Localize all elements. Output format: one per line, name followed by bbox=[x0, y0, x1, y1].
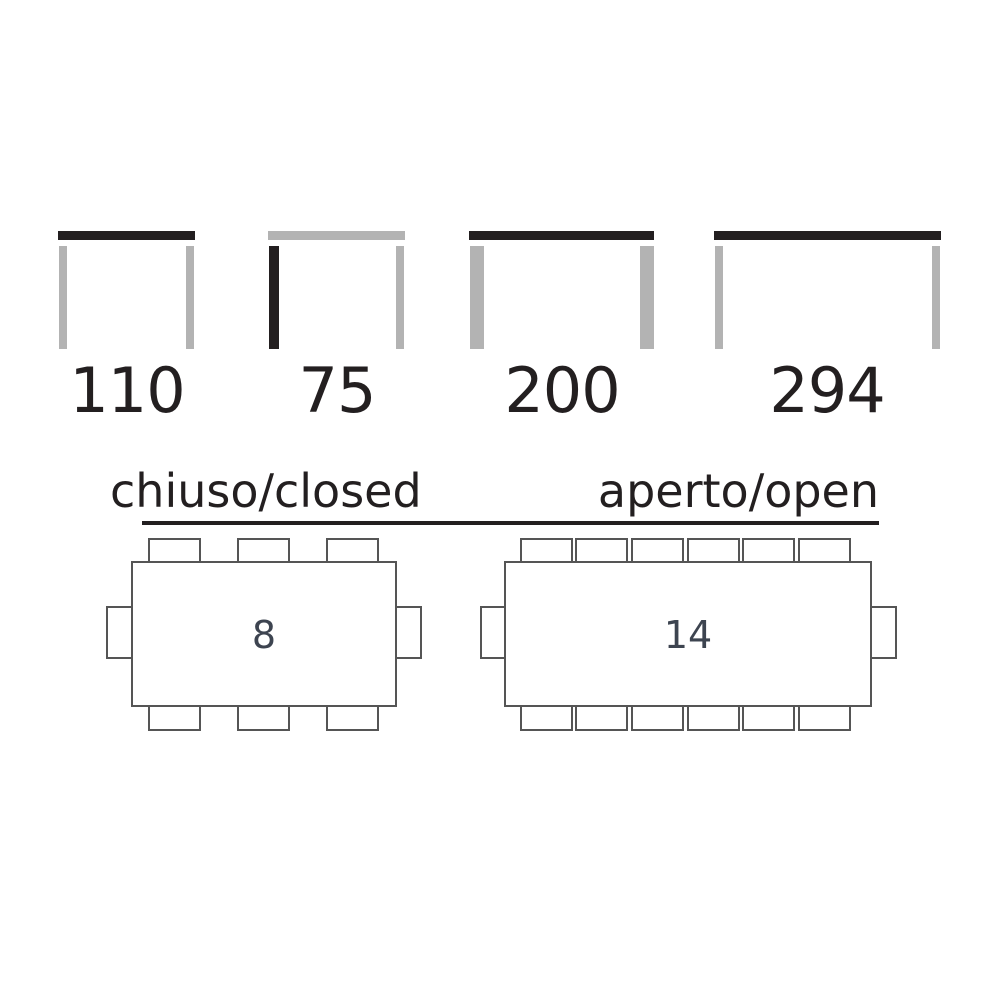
chair bbox=[870, 606, 897, 659]
chair bbox=[520, 538, 573, 563]
chair bbox=[520, 705, 573, 731]
dimension-label-length-open: 294 bbox=[769, 354, 885, 427]
open-seating-plan bbox=[480, 538, 897, 731]
chair bbox=[326, 705, 379, 731]
dimension-label-height: 75 bbox=[298, 354, 377, 427]
table-leg bbox=[470, 246, 484, 349]
chair bbox=[575, 538, 628, 563]
chair bbox=[237, 705, 290, 731]
open-state-label: aperto/open bbox=[597, 464, 879, 518]
chair bbox=[480, 606, 506, 659]
chair bbox=[687, 705, 740, 731]
chair bbox=[798, 705, 851, 731]
chair bbox=[148, 705, 201, 731]
chair bbox=[148, 538, 201, 563]
table-leg bbox=[59, 246, 67, 349]
table-leg bbox=[715, 246, 723, 349]
tabletop-line bbox=[268, 231, 405, 240]
chair bbox=[395, 606, 422, 659]
table-length-closed-icon bbox=[469, 231, 654, 349]
table-leg bbox=[640, 246, 654, 349]
tabletop-line bbox=[714, 231, 941, 240]
table-length-open-icon bbox=[714, 231, 941, 349]
chair bbox=[742, 705, 795, 731]
table-leg bbox=[396, 246, 404, 349]
tabletop-line bbox=[469, 231, 654, 240]
chair bbox=[575, 705, 628, 731]
table-leg bbox=[186, 246, 194, 349]
table-top-outline bbox=[504, 561, 872, 707]
chair bbox=[798, 538, 851, 563]
dimension-label-width: 110 bbox=[69, 354, 185, 427]
tabletop-line bbox=[58, 231, 195, 240]
table-height-icon bbox=[268, 231, 405, 349]
chair bbox=[631, 705, 684, 731]
closed-state-label: chiuso/closed bbox=[110, 464, 422, 518]
open-seat-count: 14 bbox=[663, 613, 713, 657]
chair bbox=[237, 538, 290, 563]
chair bbox=[631, 538, 684, 563]
dimension-label-length-closed: 200 bbox=[504, 354, 620, 427]
state-divider-line bbox=[142, 521, 879, 525]
chair bbox=[742, 538, 795, 563]
chair bbox=[326, 538, 379, 563]
closed-seating-plan bbox=[106, 538, 422, 731]
table-width-icon bbox=[58, 231, 195, 349]
chair bbox=[687, 538, 740, 563]
table-leg-highlight bbox=[269, 246, 279, 349]
table-leg bbox=[932, 246, 940, 349]
closed-seat-count: 8 bbox=[251, 613, 277, 657]
chair bbox=[106, 606, 133, 659]
